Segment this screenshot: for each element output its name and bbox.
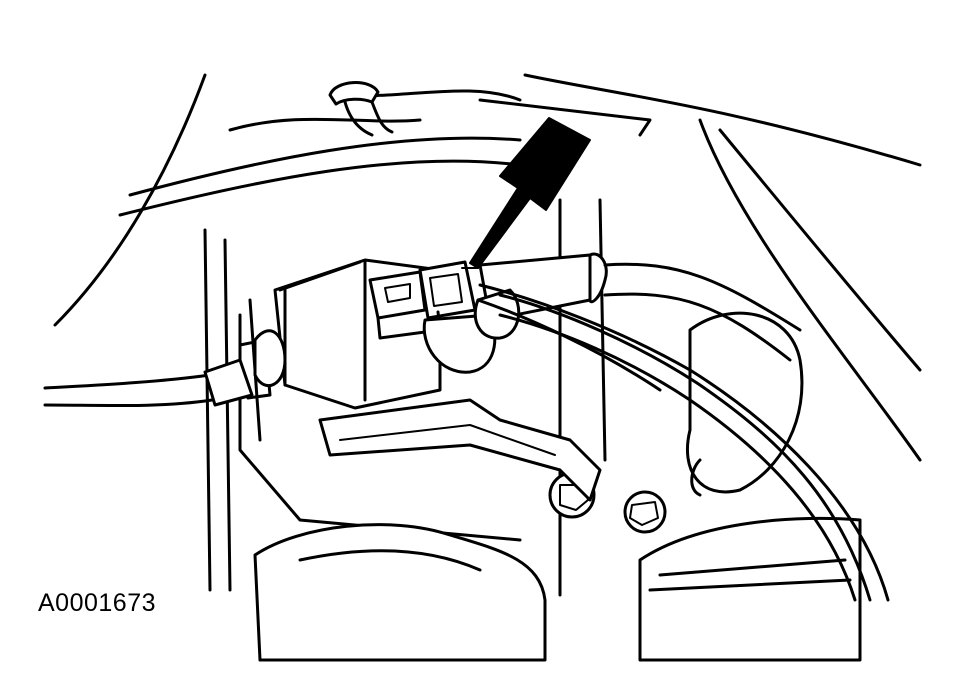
arrow-icon [461,117,591,269]
wire-harness [476,283,890,602]
mounting-bolts [548,471,667,534]
electrical-connector [253,258,521,410]
figure-id-label: A0001673 [38,589,157,617]
lower-bracket [253,516,862,662]
left-wire [43,338,272,408]
connector-bracket-arm [318,398,602,502]
retaining-clip [328,81,394,137]
grommet [685,311,804,497]
connector-latch [368,260,477,340]
